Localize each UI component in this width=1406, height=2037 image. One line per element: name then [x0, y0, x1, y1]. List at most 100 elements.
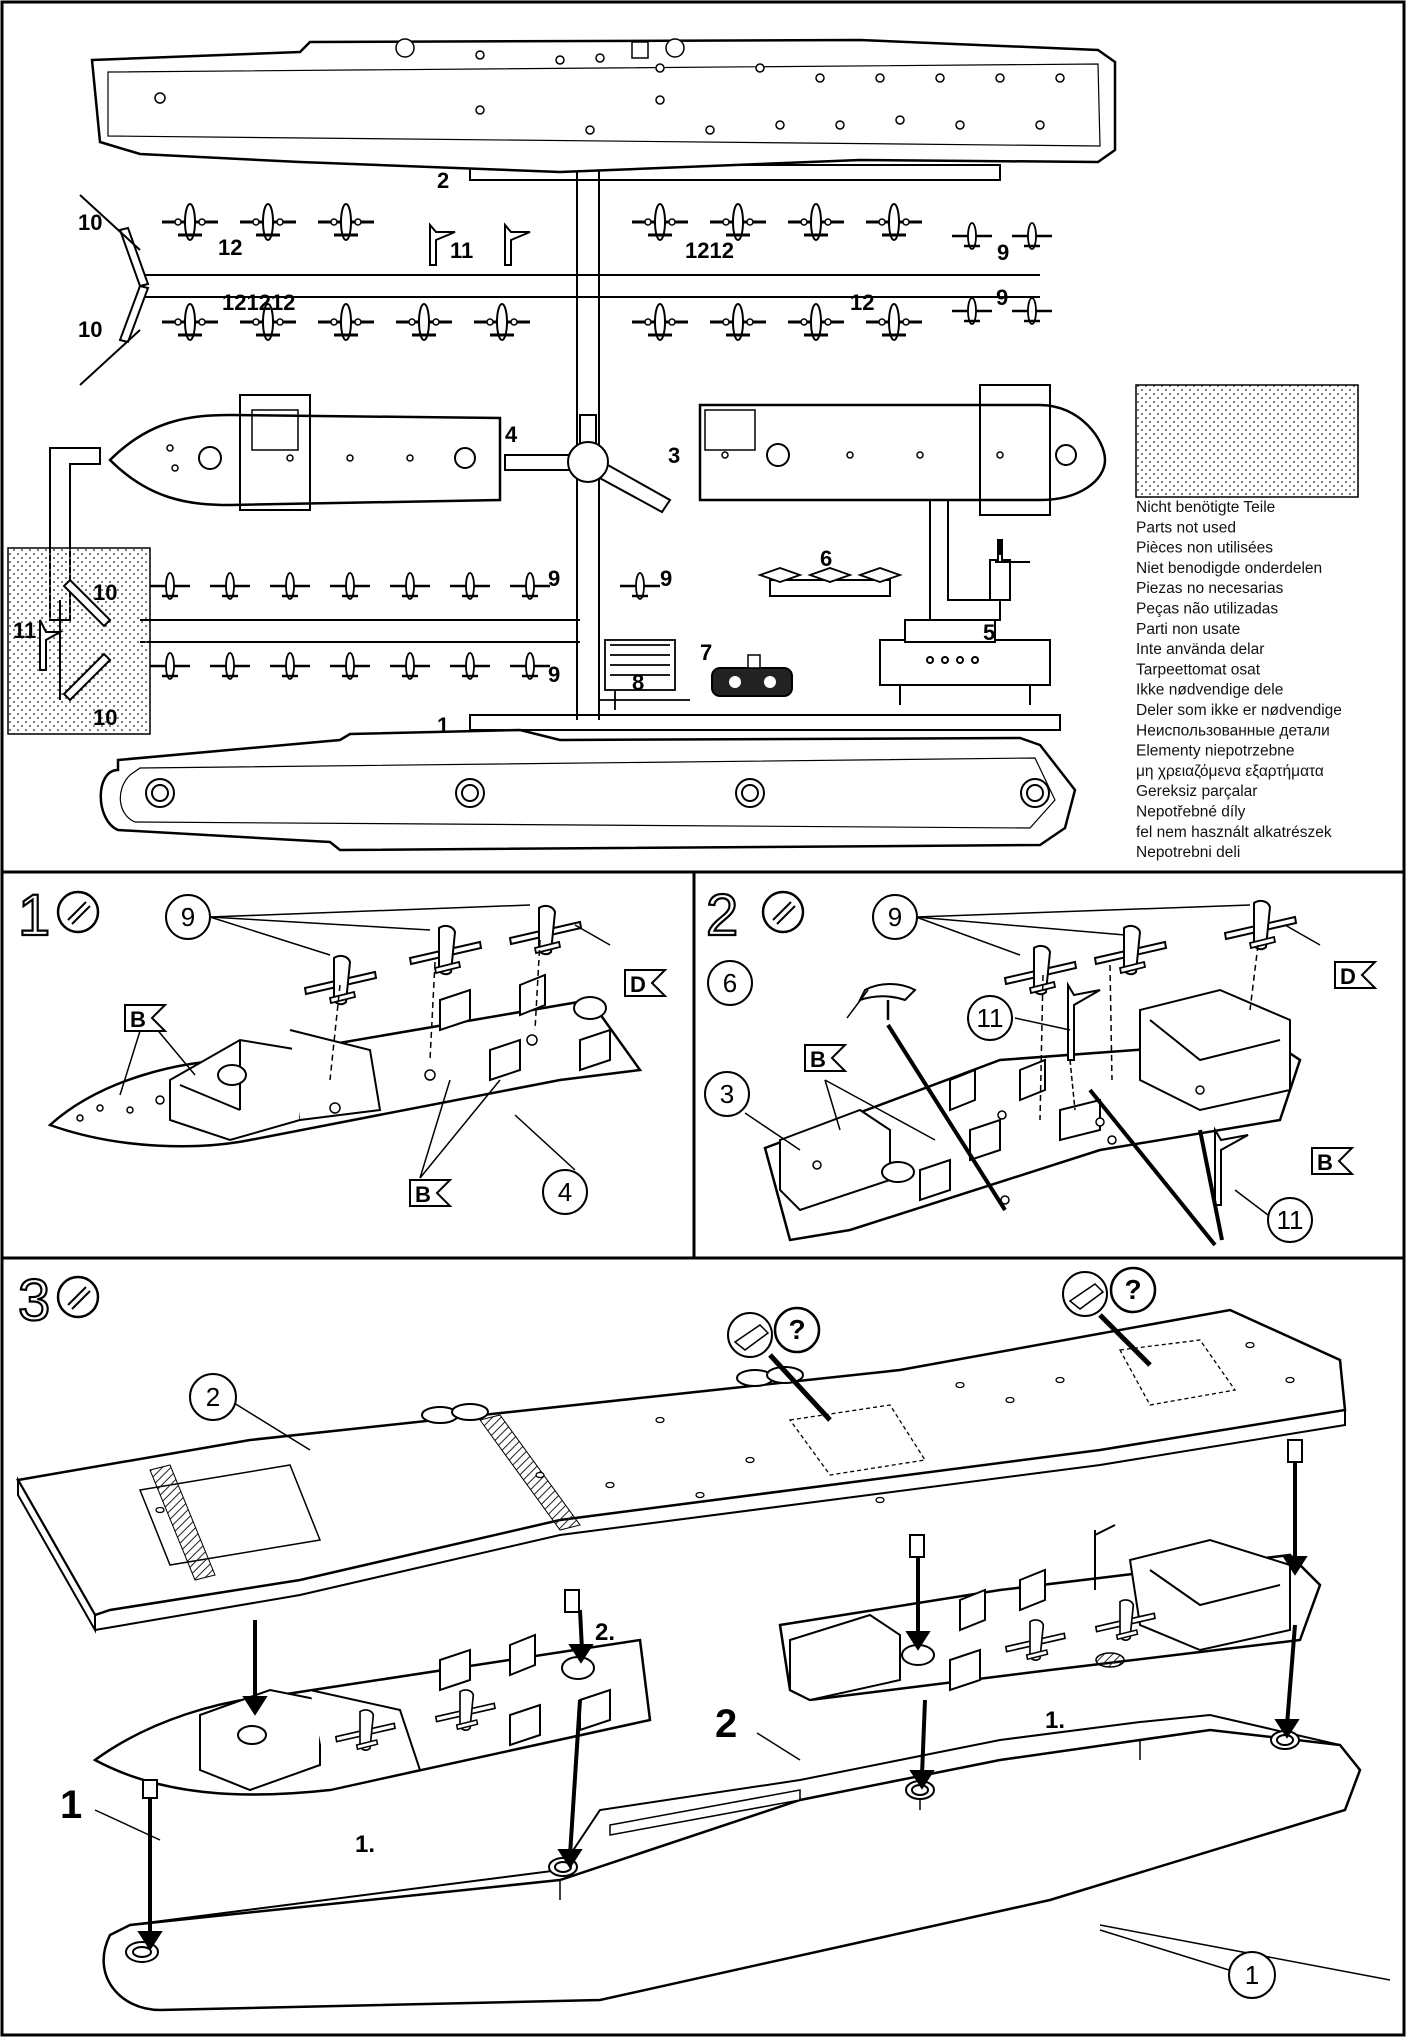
part-1-hull	[99, 728, 1077, 852]
label-part-121212: 121212	[222, 290, 295, 315]
step-2-hangar	[779, 988, 1291, 1212]
label-part-10-upper: 10	[78, 210, 102, 235]
arrestor-wires-fwd	[149, 1464, 216, 1581]
step-2-callout-6	[707, 960, 753, 1006]
part-11-upper	[429, 222, 531, 266]
step-3-panel: 3 ?	[16, 1266, 1391, 2012]
legend-line: Tarpeettomat osat	[1136, 661, 1261, 678]
decal-hint-1: ?	[727, 1306, 832, 1422]
legend-line: Niet benodigde onderdelen	[1136, 560, 1322, 577]
step-2-flag-b-right: B	[1311, 1147, 1355, 1175]
decal-hint-2: ?	[1062, 1266, 1157, 1367]
svg-text:B: B	[810, 1047, 826, 1072]
part-7	[711, 654, 793, 697]
step-2-callout-11-b	[1267, 1197, 1313, 1243]
glue-icon	[761, 890, 805, 934]
unused-legend-swatch	[1135, 384, 1359, 498]
part-8	[600, 639, 690, 710]
step-3-label-1: 1	[60, 1783, 82, 1827]
arrestor-wires-mid	[479, 1414, 581, 1531]
label-part-9-e: 9	[548, 662, 560, 687]
step-3-callout-1	[1228, 1951, 1276, 1999]
step-3-hull	[102, 1728, 1362, 2012]
label-part-1212: 1212	[685, 238, 734, 263]
svg-text:?: ?	[1124, 1274, 1141, 1305]
glue-icon-tube	[67, 901, 91, 925]
step-1-callout-4-text: 4	[558, 1177, 572, 1207]
label-part-9-c: 9	[548, 566, 560, 591]
step-2-callout-11-a	[967, 995, 1013, 1041]
step-3-callout-1-text: 1	[1245, 1960, 1259, 1990]
label-part-10-inset-a: 10	[93, 580, 117, 605]
step-2-part-6	[858, 983, 917, 1002]
label-part-2: 2	[437, 168, 449, 193]
step-3-sublabel-2: 2.	[595, 1619, 615, 1646]
step-3-label-2: 2	[715, 1702, 737, 1746]
step-3-number: 3	[18, 1268, 50, 1333]
svg-text:B: B	[130, 1007, 146, 1032]
part-3-aft-deck	[698, 384, 1107, 516]
svg-text:D: D	[630, 972, 646, 997]
legend-line: Deler som ikke er nødvendige	[1136, 702, 1342, 719]
step-3-sublabel-1b: 1.	[1045, 1707, 1065, 1734]
label-part-10-inset-b: 10	[93, 705, 117, 730]
label-part-1: 1	[437, 713, 449, 738]
step-1-flag-b-upper: B	[124, 1004, 168, 1032]
legend-line: Gereksiz parçalar	[1136, 783, 1257, 800]
svg-text:?: ?	[788, 1314, 805, 1345]
unused-parts-inset	[7, 547, 151, 735]
legend-line: fel nem használt alkatrészek	[1136, 824, 1332, 841]
step-2-callout-9-text: 9	[888, 902, 902, 932]
legend-line: Ikke nødvendige dele	[1136, 682, 1283, 699]
label-part-11-inset: 11	[13, 618, 36, 643]
step-2-part-11b-leader	[1088, 1088, 1217, 1247]
part-10-props	[79, 194, 150, 386]
step-2-part-11-a	[1067, 981, 1101, 1061]
step-2-part-6-leader	[886, 1023, 1007, 1212]
legend-line: Elementy niepotrzebne	[1136, 743, 1295, 760]
step-2-callout-11-a-text: 11	[977, 1003, 1004, 1033]
part-2-flight-deck	[90, 38, 1117, 174]
legend-line: Inte använda delar	[1136, 641, 1264, 658]
label-part-9-b: 9	[996, 285, 1008, 310]
step-1-callout-9-text: 9	[181, 902, 195, 932]
step-3-arrows	[137, 1460, 1308, 1951]
part-6-pieces	[757, 567, 903, 583]
label-part-4: 4	[505, 422, 518, 447]
step-1-callout-4	[542, 1169, 588, 1215]
step-1-leaders	[119, 904, 611, 1179]
step-2-callout-9	[872, 894, 918, 940]
step-2-number: 2	[706, 883, 738, 948]
step-2-callout-6-text: 6	[723, 968, 737, 998]
label-part-11-upper: 11	[450, 238, 473, 263]
step-3-callout-2	[189, 1373, 237, 1421]
step-3-sublabel-1a: 1.	[355, 1831, 375, 1858]
deck-decal-area-2	[1118, 1339, 1237, 1406]
label-part-8: 8	[632, 670, 644, 695]
label-part-9-a: 9	[997, 240, 1009, 265]
step-2-panel: 2	[704, 882, 1378, 1247]
label-part-6: 6	[820, 546, 832, 571]
step-1-hangar	[169, 973, 611, 1142]
step-2-leaders	[744, 904, 1321, 1241]
label-part-12-b: 12	[850, 290, 874, 315]
label-part-3: 3	[668, 443, 680, 468]
legend-line: Piezas no necesarias	[1136, 580, 1284, 597]
label-part-7: 7	[700, 640, 712, 665]
label-part-5: 5	[983, 620, 995, 645]
svg-text:D: D	[1340, 964, 1356, 989]
sprue-hub	[504, 414, 672, 514]
glue-icon	[56, 890, 100, 934]
label-part-10-lower: 10	[78, 317, 102, 342]
step-2-callout-3	[704, 1071, 750, 1117]
step-1-panel: 1	[17, 882, 668, 1215]
step-1-number: 1	[18, 883, 50, 948]
step-1-callout-9	[165, 894, 211, 940]
step-2-flag-b-left: B	[804, 1044, 848, 1072]
deck-elevator-fwd	[138, 1464, 322, 1566]
legend-line: Peças não utilizadas	[1136, 601, 1278, 618]
legend-line: Parts not used	[1136, 519, 1236, 536]
legend-line: Неиспользованные детали	[1136, 722, 1330, 739]
